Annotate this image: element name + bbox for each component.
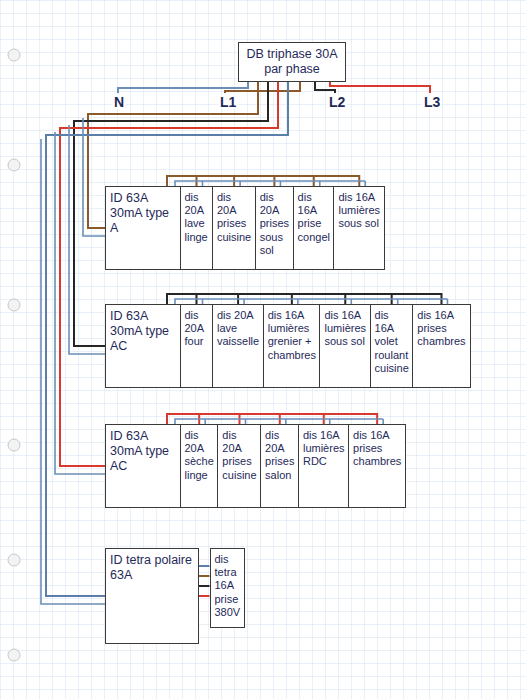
connectors [46, 82, 441, 596]
rcd-switch: ID 63A 30mA type AC [105, 424, 181, 508]
node-text: DB triphase 30A par phase [243, 47, 341, 77]
node-text: dis 16A prise congel [298, 191, 330, 244]
tetra-pole [199, 575, 210, 577]
circuit-breaker: dis 16A prises chambres [348, 424, 406, 508]
phase3-wire [330, 82, 430, 93]
punch-holes [8, 49, 20, 661]
neutral-feeder [69, 125, 105, 354]
neutral-feeder [41, 139, 105, 604]
node-text: dis 20A lave linge [185, 191, 209, 244]
node-text: dis 16A lumières sous sol [324, 309, 366, 349]
neutral-feeder [55, 132, 105, 474]
wire [60, 82, 278, 466]
circuit-breaker: dis 20A four [180, 304, 214, 388]
circuit-breaker: dis 20A prises salon [260, 424, 299, 508]
circuit-breaker: dis 16A lumières RDC [298, 424, 350, 508]
distribution-board: DB triphase 30A par phase [238, 42, 346, 82]
circuit-breaker: dis 16A prise congel [293, 186, 335, 270]
node-text: dis 20A lave vaisselle [217, 309, 259, 349]
circuit-breaker: dis tetra 16A prise 380V [210, 548, 246, 628]
rcd-switch: ID tetra polaire 63A [105, 548, 199, 644]
node-text: dis 20A prises sous sol [260, 191, 289, 257]
node-text: dis 16A lumières grenier + chambres [268, 309, 316, 362]
neutral-combs [41, 118, 447, 604]
tetra-pole [199, 585, 210, 587]
node-text: dis 20A prises salon [265, 429, 294, 482]
node-text: dis 20A prises cuisine [217, 191, 251, 244]
wire [46, 82, 288, 596]
bus-label: N [112, 95, 126, 109]
node-text: ID 63A 30mA type AC [110, 429, 176, 474]
wire [199, 565, 210, 567]
circuit-breaker: dis 16A volet roulant cuisine [370, 304, 414, 388]
circuit-breaker: dis 16A lumières grenier + chambres [263, 304, 321, 388]
node-text: dis 16A lumières sous sol [338, 191, 380, 231]
rcd-switch: ID 63A 30mA type AC [105, 304, 181, 388]
bus-label: L3 [422, 95, 442, 109]
circuit-breaker: dis 20A sèche linge [180, 424, 219, 508]
bus-label: L2 [327, 95, 347, 109]
node-text: dis 20A prises cuisine [222, 429, 256, 482]
bus-label: L1 [218, 95, 238, 109]
node-text: dis 16A prises chambres [353, 429, 401, 469]
tetra-pole [199, 595, 210, 597]
neutral-feeder [83, 118, 105, 236]
node-text: ID tetra polaire 63A [110, 553, 194, 583]
node-text: dis 20A four [185, 309, 209, 349]
circuit-breaker: dis 16A prises chambres [412, 304, 470, 388]
node-text: dis 16A volet roulant cuisine [375, 309, 409, 375]
node-text: dis 16A prises chambres [417, 309, 465, 349]
node-text: ID 63A 30mA type AC [110, 309, 176, 354]
node-text: ID 63A 30mA type A [110, 191, 176, 236]
circuit-breaker: dis 16A lumières sous sol [319, 304, 371, 388]
circuit-breaker: dis 20A lave linge [180, 186, 214, 270]
node-text: dis 20A sèche linge [185, 429, 214, 482]
bus-wires [118, 82, 430, 93]
circuit-breaker: dis 20A lave vaisselle [212, 304, 264, 388]
phase2-wire [315, 82, 335, 93]
node-text: dis tetra 16A prise 380V [215, 553, 241, 619]
node-text: dis 16A lumières RDC [303, 429, 345, 469]
circuit-breaker: dis 16A lumières sous sol [333, 186, 385, 270]
circuit-breaker: dis 20A prises cuisine [217, 424, 261, 508]
rcd-switch: ID 63A 30mA type A [105, 186, 181, 270]
circuit-breaker: dis 20A prises sous sol [255, 186, 294, 270]
circuit-breaker: dis 20A prises cuisine [212, 186, 256, 270]
